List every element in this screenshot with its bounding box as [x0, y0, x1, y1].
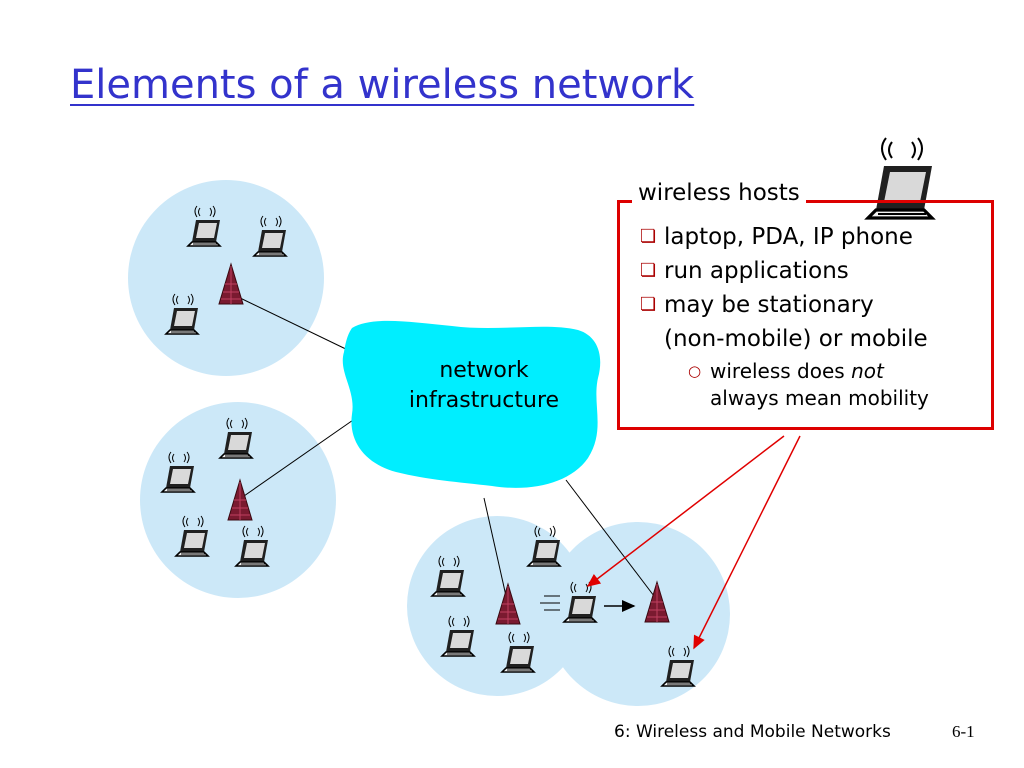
circle-bullet-icon: ○: [688, 362, 702, 380]
bullet-item: ❏ run applications: [640, 254, 1000, 288]
network-links: [235, 295, 655, 597]
bullet-item: ❏ may be stationary (non-mobile) or mobi…: [640, 288, 1000, 356]
cloud-label-line2: infrastructure: [408, 388, 560, 413]
bullet-item: ❏ laptop, PDA, IP phone: [640, 220, 1000, 254]
slide-footer: 6: Wireless and Mobile Networks: [614, 722, 891, 742]
callout-heading: wireless hosts: [632, 180, 806, 206]
bullet-text: laptop, PDA, IP phone: [664, 224, 913, 250]
cloud-label: network infrastructure: [384, 356, 584, 416]
sub-bullet-text: wireless does not always mean mobility: [710, 359, 929, 410]
checkbox-bullet-icon: ❏: [640, 226, 657, 247]
motion-lines: [540, 595, 560, 611]
cloud-label-line1: network: [439, 358, 529, 383]
coverage-area: [128, 180, 324, 376]
checkbox-bullet-icon: ❏: [640, 294, 657, 315]
callout-bullets: ❏ laptop, PDA, IP phone ❏ run applicatio…: [640, 220, 1000, 412]
page-number: 6-1: [952, 722, 975, 741]
bullet-text: run applications: [664, 258, 849, 284]
checkbox-bullet-icon: ❏: [640, 260, 657, 281]
callout-pointer: [586, 435, 785, 587]
cloud-icon: [342, 320, 601, 488]
slide-title: Elements of a wireless network: [70, 62, 695, 108]
bullet-text: may be stationary (non-mobile) or mobile: [664, 292, 928, 352]
emphasis: not: [851, 359, 884, 383]
sub-bullet-item: ○ wireless does not always mean mobility: [688, 358, 1000, 412]
callout-pointer: [693, 435, 801, 650]
